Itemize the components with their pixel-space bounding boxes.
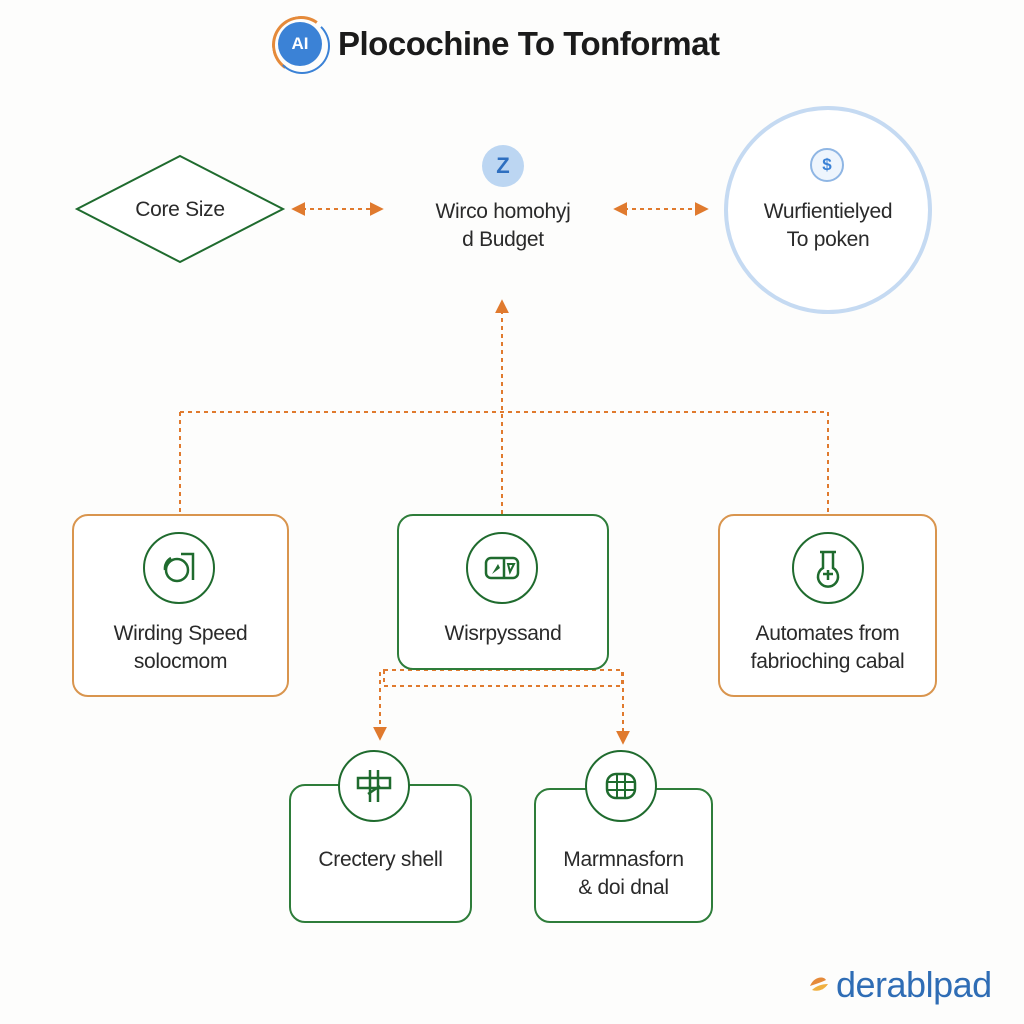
dollar-glyph: $ — [822, 155, 832, 174]
core-size-label: Core Size — [100, 196, 260, 224]
wisrpyssand-label: Wisrpyssand — [405, 620, 601, 648]
token-label: Wurfientielyed To poken — [736, 198, 920, 254]
pipe-icon — [338, 750, 410, 822]
crectery-line1: Crectery shell — [318, 848, 443, 871]
token-circle — [724, 106, 932, 314]
leaf-icon — [810, 977, 828, 991]
budget-line2: d Budget — [462, 228, 544, 251]
wisrpyssand-line1: Wisrpyssand — [444, 622, 562, 645]
token-line1: Wurfientielyed — [763, 200, 893, 223]
crectery-shell-label: Crectery shell — [297, 846, 464, 874]
budget-line1: Wirco homohyj — [435, 200, 571, 223]
marmnasforn-label: Marmnasforn & doi dnal — [542, 846, 705, 902]
automates-line1: Automates from — [755, 622, 900, 645]
automates-label: Automates from fabrioching cabal — [726, 620, 929, 676]
page-title: Plocochine To Tonformat — [338, 25, 720, 62]
wirding-line1: Wirding Speed — [113, 622, 248, 645]
z-glyph: Z — [496, 153, 510, 178]
z-badge-icon: Z — [482, 145, 524, 187]
database-icon — [585, 750, 657, 822]
ai-logo-icon: AI — [274, 18, 330, 74]
ai-logo-text: AI — [291, 34, 309, 53]
marmnasforn-line2: & doi dnal — [578, 876, 669, 899]
automates-line2: fabrioching cabal — [750, 650, 905, 673]
brand-logo: derablpad — [806, 960, 1016, 1010]
wirding-line2: solocmom — [133, 650, 228, 673]
budget-label: Wirco homohyj d Budget — [400, 198, 606, 254]
dollar-icon: $ — [810, 148, 844, 182]
header: AI Plocochine To Tonformat — [272, 12, 752, 76]
core-size-text: Core Size — [135, 198, 225, 221]
dial-icon — [143, 532, 215, 604]
token-line2: To poken — [786, 228, 870, 251]
core-size-diamond — [74, 154, 286, 264]
flask-icon — [792, 532, 864, 604]
brand-text: derablpad — [836, 964, 992, 1005]
capsule-icon — [466, 532, 538, 604]
branch-bracket — [383, 669, 623, 687]
marmnasforn-line1: Marmnasforn — [563, 848, 684, 871]
wirding-speed-label: Wirding Speed solocmom — [80, 620, 281, 676]
